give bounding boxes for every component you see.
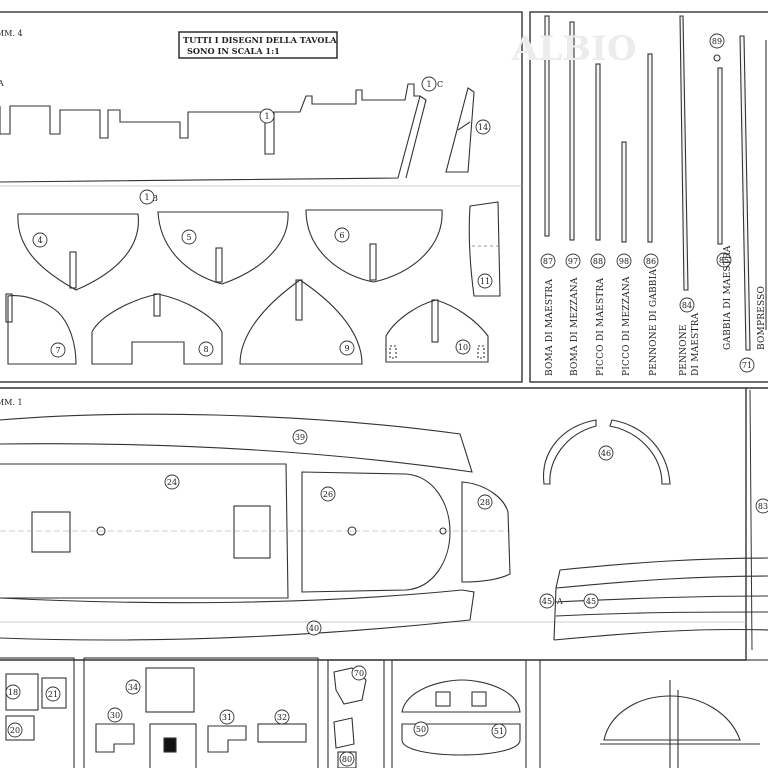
part-label: 51 (494, 727, 504, 736)
part-label: 45 (542, 597, 552, 606)
rod-label: PICCO DI MEZZANA (622, 276, 632, 376)
frame-7 (7, 295, 77, 365)
panel-top-left (0, 11, 523, 383)
part-label: 10 (458, 343, 468, 352)
scale-note-line1: TUTTI I DISEGNI DELLA TAVOLA (183, 35, 337, 45)
rod-label: PICCO DI MAESTRA (596, 278, 606, 376)
part-label: 80 (342, 755, 352, 764)
part-label: 1 (426, 80, 431, 89)
deck-28 (461, 481, 511, 583)
rod-label: GABBIA DI MAESTRA (723, 245, 733, 350)
part-1-keel (0, 83, 421, 183)
part-label: 26 (323, 490, 333, 499)
part-label: 21 (48, 690, 58, 699)
panel-label-mm4: MM. 4 (0, 29, 23, 38)
rod-number: 71 (742, 361, 752, 370)
frame-8 (91, 293, 223, 365)
part-label: 6 (339, 231, 344, 240)
part-label: 28 (480, 498, 490, 507)
part-label: 14 (478, 123, 488, 132)
rod-number: 87 (543, 257, 553, 266)
part-label: 40 (309, 624, 319, 633)
part-label: 31 (222, 713, 232, 722)
part-label: 1 (264, 112, 269, 121)
panel-middle (0, 387, 747, 661)
rod-label: PENNONE DI GABBIA (649, 269, 659, 376)
panel-bottom-1 (0, 657, 75, 768)
deck-26 (301, 471, 451, 593)
part-label: 7 (55, 346, 60, 355)
panel-bottom-4 (391, 659, 527, 768)
rod-number: 85 (719, 256, 729, 265)
part-label: 1 (144, 193, 149, 202)
part-14 (445, 87, 475, 173)
marker-a-top: A (0, 79, 4, 88)
panel-label-mm1: MM. 1 (0, 398, 23, 407)
part-11 (468, 201, 501, 297)
marker-a-45: A (556, 597, 563, 606)
part-label: 39 (295, 433, 305, 442)
panel-bottom-3 (327, 659, 385, 768)
part-label: 9 (344, 344, 349, 353)
part-label: 11 (480, 277, 490, 286)
part-label: 89 (712, 37, 722, 46)
rod-number: 86 (646, 257, 656, 266)
frame-5 (157, 211, 289, 285)
part-label: 46 (601, 449, 611, 458)
deck-24 (0, 463, 289, 599)
rod-label: BOMA DI MAESTRA (545, 279, 555, 376)
panel-bottom-5 (539, 659, 768, 768)
frame-10 (385, 299, 489, 363)
scale-note-line2: SONO IN SCALA 1:1 (187, 46, 280, 56)
part-label: 18 (8, 688, 18, 697)
part-label: 24 (167, 478, 177, 487)
rod-label: BOMA DI MEZZANA (570, 277, 580, 376)
deck-strip-40 (0, 589, 475, 641)
part-label: 50 (416, 725, 426, 734)
marker-c: C (437, 80, 443, 89)
frame-4 (17, 213, 139, 291)
panel-bottom-2 (83, 657, 319, 768)
part-label: 32 (277, 713, 287, 722)
marker-b: B (152, 194, 158, 203)
rod-number: 88 (593, 257, 603, 266)
strip-45 (553, 557, 768, 641)
watermark-title: ALBIO (511, 29, 637, 69)
frame-6 (305, 209, 443, 283)
part-label: 45 (586, 597, 596, 606)
rod-label: PENNONE (679, 324, 689, 376)
part-label: 30 (110, 711, 120, 720)
rod-label: DI MAESTRA (691, 312, 701, 376)
rod-label: BOMPRESSO (757, 286, 767, 350)
arc-46b (609, 419, 671, 485)
rod-number: 84 (682, 301, 692, 310)
panel-rods (529, 11, 768, 383)
rod-number: 97 (568, 257, 578, 266)
part-label: 4 (37, 236, 42, 245)
arc-46a (542, 419, 597, 485)
deck-strip-39 (0, 413, 473, 473)
part-label: 20 (10, 726, 20, 735)
part-label: 70 (354, 669, 364, 678)
part-label: 34 (128, 683, 138, 692)
part-label: 83 (758, 502, 768, 511)
part-label: 5 (186, 233, 191, 242)
rod-number: 98 (619, 257, 629, 266)
part-label: 8 (203, 345, 208, 354)
scale-note-box (178, 31, 338, 59)
